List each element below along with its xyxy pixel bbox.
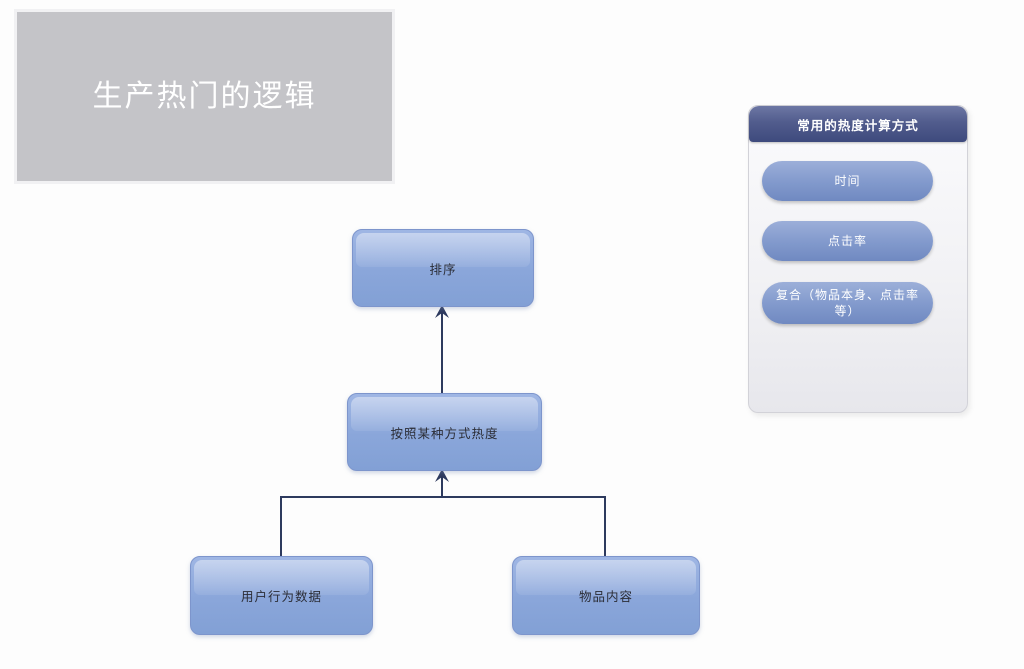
heat-methods-panel-header: 常用的热度计算方式 bbox=[749, 106, 967, 142]
heat-methods-panel-title: 常用的热度计算方式 bbox=[797, 118, 919, 133]
node-user-behavior-data-label: 用户行为数据 bbox=[240, 590, 322, 604]
pill-time: 时间 bbox=[762, 161, 933, 201]
node-sort-label: 排序 bbox=[429, 262, 457, 277]
heat-methods-panel: 常用的热度计算方式 时间 点击率 复合（物品本身、点击率等） bbox=[748, 105, 968, 413]
node-user-behavior-data: 用户行为数据 bbox=[190, 556, 373, 635]
node-item-content: 物品内容 bbox=[512, 556, 700, 635]
page-title: 生产热门的逻辑 bbox=[92, 79, 317, 113]
node-heat-method-label: 按照某种方式热度 bbox=[390, 426, 499, 441]
pill-composite-label: 复合（物品本身、点击率等） bbox=[776, 288, 920, 318]
node-heat-method: 按照某种方式热度 bbox=[347, 393, 542, 471]
pill-click-rate: 点击率 bbox=[762, 221, 933, 261]
pill-composite: 复合（物品本身、点击率等） bbox=[762, 282, 933, 324]
pill-time-label: 时间 bbox=[834, 174, 861, 188]
node-sort: 排序 bbox=[352, 229, 534, 307]
pill-click-rate-label: 点击率 bbox=[827, 234, 867, 248]
title-block: 生产热门的逻辑 bbox=[17, 12, 392, 181]
node-item-content-label: 物品内容 bbox=[578, 590, 633, 604]
